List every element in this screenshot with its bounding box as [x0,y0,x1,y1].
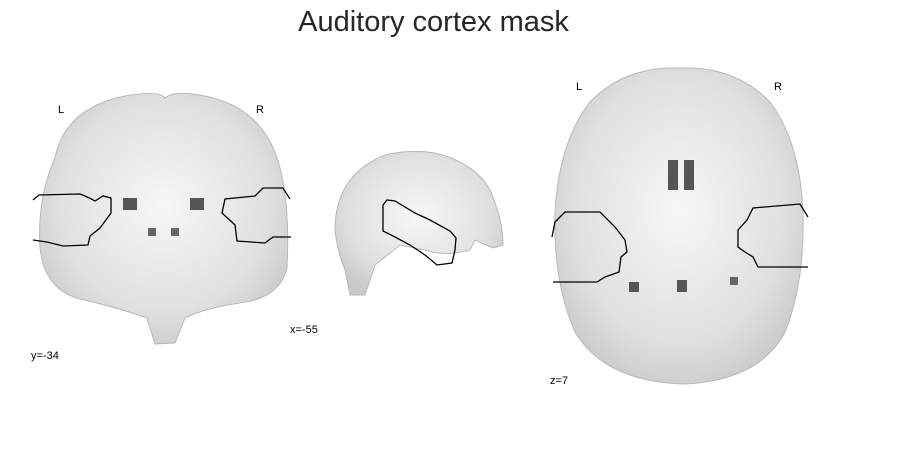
figure-title: Auditory cortex mask [298,6,569,38]
sagittal-slice [334,150,504,296]
axial-left-label: L [576,81,583,93]
axial-slice [551,67,809,385]
axial-ventricle-left [668,160,678,190]
coronal-brain [39,92,289,345]
axial-cut-label: z=7 [550,375,569,387]
coronal-contour-right [221,187,291,244]
axial-contour-left [551,211,628,283]
coronal-contour-left [32,193,112,247]
sagittal-cut-label: x=-55 [290,324,318,336]
axial-brain [554,67,804,385]
axial-ventricle-right [684,160,694,190]
sagittal-contour [382,199,457,266]
coronal-right-label: R [256,104,264,116]
coronal-slice [32,92,291,345]
coronal-ventricle-right [190,198,204,210]
axial-contour-right [737,203,809,268]
coronal-cut-label: y=-34 [31,350,59,362]
axial-right-label: R [774,81,782,93]
coronal-left-label: L [58,104,65,116]
coronal-ventricle-left [123,198,137,210]
sagittal-brain [334,150,504,296]
